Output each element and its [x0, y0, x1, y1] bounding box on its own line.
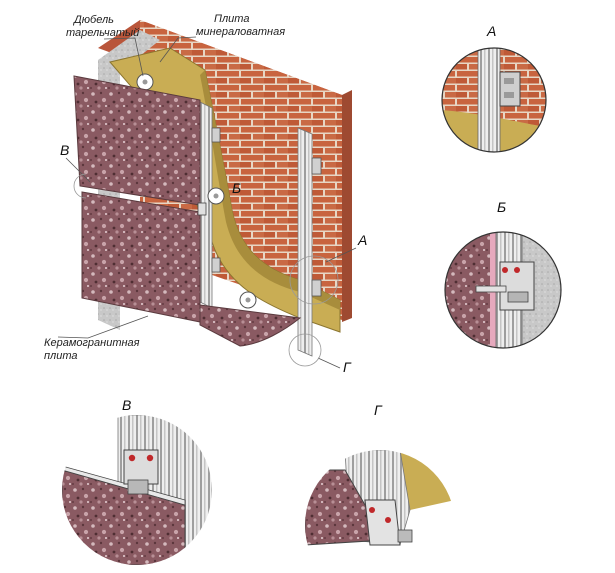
- detail-v: В: [62, 397, 212, 565]
- label-plate-dowel: Дюбель тарельчатый: [66, 14, 144, 77]
- callout-marker-g: Г: [288, 333, 352, 375]
- svg-text:А: А: [357, 232, 367, 248]
- label-tile-line1: Керамогранитная: [44, 337, 140, 349]
- callout-marker-v: В: [60, 142, 91, 199]
- callout-marker-b: Б: [232, 180, 241, 196]
- label-dowel-line1: Дюбель: [72, 14, 114, 26]
- brick-wall-side: [342, 90, 352, 322]
- tile-clamp: [197, 202, 207, 216]
- label-ceramic-tile: Керамогранитная плита: [44, 315, 149, 362]
- bracket: [211, 257, 221, 273]
- label-mineral-line2: минераловатная: [196, 26, 285, 38]
- detail-b-letter: Б: [497, 199, 506, 215]
- detail-b: Б: [444, 199, 562, 349]
- detail-g-letter: Г: [374, 402, 383, 418]
- mineral-wool-edge: [200, 70, 340, 310]
- bracket: [311, 279, 322, 297]
- svg-text:Б: Б: [232, 180, 241, 196]
- plate-dowel: [239, 291, 257, 309]
- callout-marker-a: А: [289, 232, 367, 305]
- label-mineral-line1: Плита: [214, 13, 249, 25]
- svg-text:В: В: [60, 142, 69, 158]
- bracket: [311, 157, 322, 175]
- detail-g: Г: [305, 402, 455, 573]
- guide-profile-right: [297, 127, 313, 357]
- detail-a: А: [441, 23, 547, 153]
- plate-dowel: [207, 187, 225, 205]
- label-tile-line2: плита: [44, 350, 78, 362]
- detail-v-letter: В: [122, 397, 131, 413]
- detail-a-letter: А: [486, 23, 496, 39]
- svg-text:Г: Г: [343, 359, 352, 375]
- main-assembly: [73, 20, 352, 357]
- label-dowel-line2: тарельчатый: [66, 27, 139, 39]
- bracket: [211, 127, 221, 143]
- label-mineral-wool: Плита минераловатная: [159, 13, 285, 63]
- ceramic-granite-tile-corner: [199, 304, 302, 347]
- plate-dowel: [136, 73, 154, 91]
